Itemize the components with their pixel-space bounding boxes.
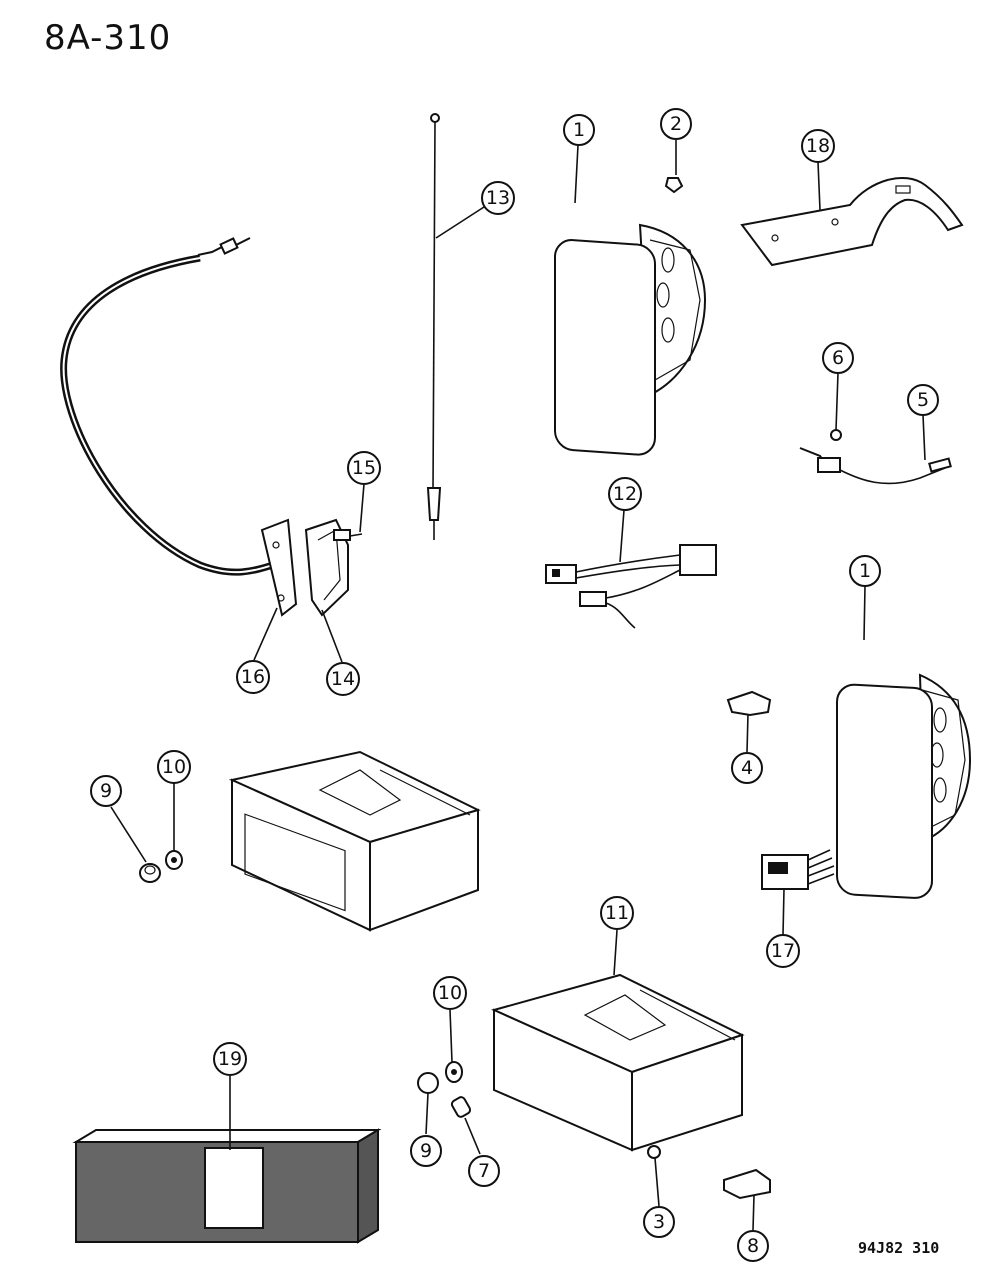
svg-text:10: 10 [162, 756, 186, 778]
radio-connector [761, 849, 835, 890]
callout-7: 7 [468, 1155, 500, 1187]
antenna-base [304, 518, 351, 617]
radio-knob-lower [417, 1072, 439, 1094]
speaker-bracket [740, 176, 964, 267]
svg-text:17: 17 [771, 940, 795, 962]
callout-8: 8 [737, 1230, 769, 1262]
svg-text:7: 7 [478, 1160, 490, 1182]
svg-text:16: 16 [241, 666, 265, 688]
callout-18: 18 [801, 129, 835, 163]
callout-14: 14 [326, 662, 360, 696]
svg-text:1: 1 [859, 560, 871, 582]
callout-10-lower: 10 [433, 976, 467, 1010]
callout-15: 15 [347, 451, 381, 485]
svg-text:2: 2 [670, 113, 682, 135]
svg-text:15: 15 [352, 457, 376, 479]
svg-text:14: 14 [331, 668, 355, 690]
callout-13: 13 [481, 181, 515, 215]
radio-upper [228, 750, 481, 932]
svg-text:3: 3 [653, 1211, 665, 1233]
svg-text:19: 19 [218, 1048, 242, 1070]
svg-text:6: 6 [832, 347, 844, 369]
speaker-lower [836, 673, 972, 899]
page-title: 8A-310 [44, 18, 172, 58]
callout-2: 2 [660, 108, 692, 140]
speaker-clip [726, 690, 772, 717]
speaker-nut [664, 177, 684, 194]
svg-text:5: 5 [917, 389, 929, 411]
wiring-harness [545, 544, 717, 629]
callout-1-upper: 1 [563, 114, 595, 146]
svg-text:4: 4 [741, 757, 753, 779]
svg-text:13: 13 [486, 187, 510, 209]
callout-4: 4 [731, 752, 763, 784]
radio-knob [139, 863, 161, 883]
svg-text:9: 9 [420, 1140, 432, 1162]
radio-lower [491, 973, 745, 1152]
leader-lines [110, 140, 926, 1231]
drawing-code: 94J82 310 [858, 1239, 940, 1257]
callout-5: 5 [907, 384, 939, 416]
callout-6: 6 [822, 342, 854, 374]
antenna-adapter [260, 518, 298, 617]
svg-text:8: 8 [747, 1235, 759, 1257]
radio-knob-nut-lower [445, 1061, 463, 1083]
speaker-upper [554, 223, 707, 456]
callout-17: 17 [766, 934, 800, 968]
callout-10-upper: 10 [157, 750, 191, 784]
fuse [723, 1168, 771, 1200]
svg-text:12: 12 [613, 483, 637, 505]
svg-text:10: 10 [438, 982, 462, 1004]
radio-knob-nut [165, 850, 183, 870]
antenna-screw [349, 533, 363, 537]
svg-text:18: 18 [806, 135, 830, 157]
radio-shaft-bushing [450, 1096, 472, 1118]
svg-text:11: 11 [605, 902, 629, 924]
svg-text:9: 9 [100, 780, 112, 802]
callout-3: 3 [643, 1206, 675, 1238]
callout-9-upper: 9 [90, 775, 122, 807]
foam-insulator [72, 1128, 382, 1244]
ground-strap [799, 429, 952, 485]
callout-9-lower: 9 [410, 1135, 442, 1167]
callout-19: 19 [213, 1042, 247, 1076]
antenna-mast [426, 113, 442, 540]
callout-16: 16 [236, 660, 270, 694]
callout-1-lower: 1 [849, 555, 881, 587]
antenna-cable [60, 237, 291, 576]
svg-text:1: 1 [573, 119, 585, 141]
callout-12: 12 [608, 477, 642, 511]
callout-11: 11 [600, 896, 634, 930]
radio-mounting-screw [647, 1145, 661, 1159]
